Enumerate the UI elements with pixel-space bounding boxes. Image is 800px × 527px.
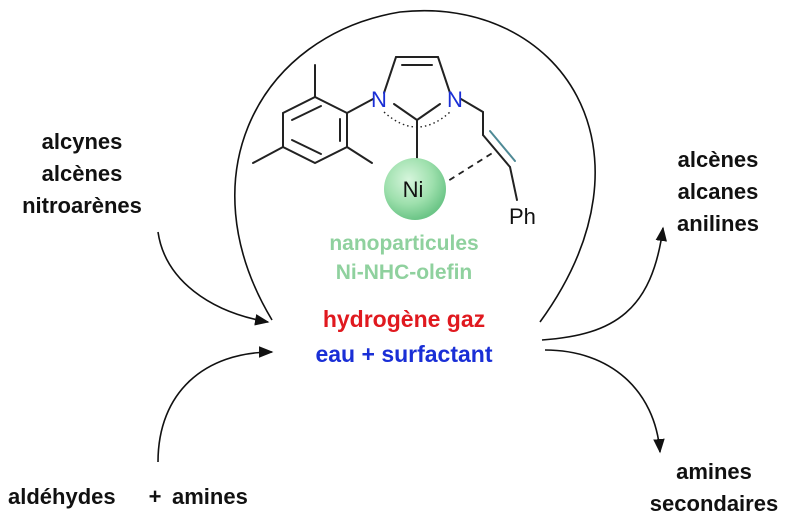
arrow-to-amines [544, 349, 665, 454]
catalyst-line-1: nanoparticules [329, 232, 478, 255]
ni-nanoparticle [384, 158, 446, 220]
output-amines: amines [676, 459, 752, 484]
reagent-label: hydrogène gaz [323, 306, 485, 332]
arrow-from-alkynes [157, 231, 270, 326]
input-amines: amines [172, 484, 248, 509]
output-anilines: anilines [677, 211, 759, 236]
input-aldehydes: aldéhydes [8, 484, 116, 509]
input-plus: + [149, 484, 162, 509]
arrow-from-aldehydes [157, 346, 274, 463]
input-nitroarenes: nitroarènes [22, 193, 142, 218]
output-alkanes: alcanes [678, 179, 759, 204]
arrow-to-alkenes [541, 226, 667, 341]
ni-nhc-molecule: N N Ni Ph [252, 56, 536, 229]
nitrogen-right-label: N [447, 87, 463, 112]
phenyl-label: Ph [509, 204, 536, 229]
catalyst-line-2: Ni-NHC-olefin [336, 261, 472, 284]
output-secondary: secondaires [650, 491, 778, 516]
catalytic-cycle-arc [234, 9, 596, 323]
nitrogen-left-label: N [371, 87, 387, 112]
nickel-label: Ni [403, 177, 424, 202]
input-alkynes: alcynes [42, 129, 123, 154]
input-alkenes: alcènes [42, 161, 123, 186]
coordinated-alkene-bond [489, 130, 516, 162]
output-alkenes: alcènes [678, 147, 759, 172]
medium-label: eau + surfactant [315, 341, 492, 367]
